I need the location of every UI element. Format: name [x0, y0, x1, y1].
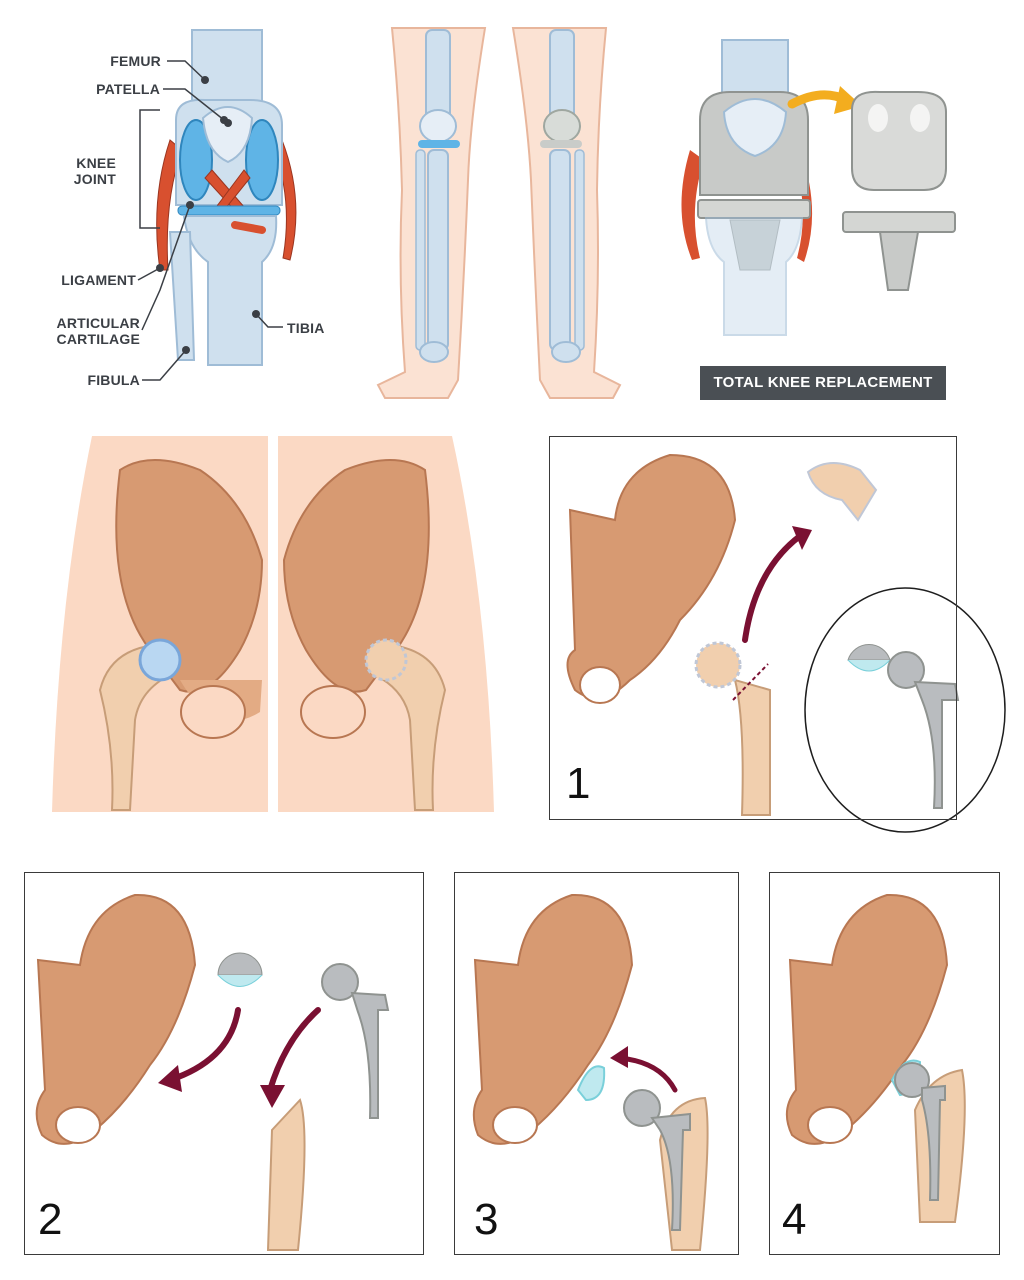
label-knee-joint-line1: KNEE — [76, 155, 116, 171]
label-knee-joint-line2: JOINT — [73, 171, 116, 187]
label-articular-cartilage: ARTICULAR CARTILAGE — [30, 315, 140, 347]
legs-illustration — [376, 27, 622, 399]
label-fibula: FIBULA — [87, 372, 140, 388]
knee-anatomy-illustration — [137, 27, 956, 399]
knee-implant-illustration — [681, 39, 956, 336]
label-knee-joint: KNEE JOINT — [60, 155, 116, 187]
label-articular-cartilage-line1: ARTICULAR — [56, 315, 140, 331]
label-patella: PATELLA — [96, 81, 160, 97]
step-panel-1 — [549, 436, 957, 820]
step-number-3: 3 — [474, 1195, 499, 1244]
label-ligament: LIGAMENT — [61, 272, 136, 288]
label-tibia: TIBIA — [287, 320, 325, 336]
label-femur: FEMUR — [110, 53, 161, 69]
step-number-2: 2 — [38, 1195, 63, 1244]
step-panel-4 — [769, 872, 1000, 1255]
step-panel-2 — [24, 872, 424, 1255]
total-knee-replacement-banner: TOTAL KNEE REPLACEMENT — [700, 366, 946, 400]
step-number-4: 4 — [782, 1195, 807, 1244]
step-panel-3 — [454, 872, 739, 1255]
label-articular-cartilage-line2: CARTILAGE — [56, 331, 140, 347]
step-number-1: 1 — [566, 759, 591, 808]
